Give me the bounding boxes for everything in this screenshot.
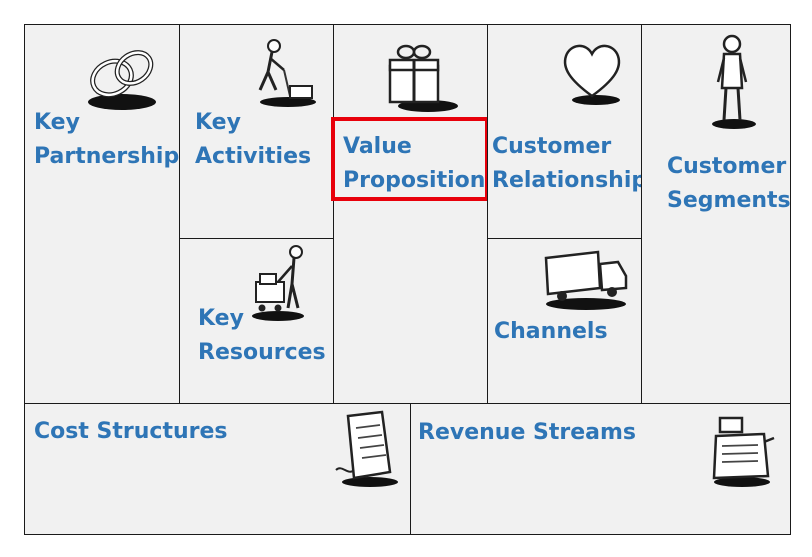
key-activities-label: Key Activities — [195, 106, 311, 174]
customer-relationships-line2: Relationships — [492, 168, 661, 193]
key-partnerships-line2: Partnerships — [34, 144, 193, 169]
cost-structures-label: Cost Structures — [34, 415, 228, 449]
channels-label: Channels — [494, 315, 608, 349]
person-pushing-cart-icon — [252, 245, 304, 321]
interlocked-rings-icon — [88, 50, 156, 110]
gift-box-icon — [388, 44, 458, 112]
key-partnerships-line1: Key — [34, 110, 80, 135]
value-propositions-line1: Value — [343, 134, 412, 159]
customer-segments-line1: Customer — [667, 154, 787, 179]
key-resources-line2: Resources — [198, 340, 326, 365]
cost-structures-block — [24, 403, 411, 535]
channels-line1: Channels — [494, 319, 608, 344]
person-working-icon — [258, 39, 316, 107]
cost-structures-line1: Cost Structures — [34, 419, 228, 444]
key-activities-line2: Activities — [195, 144, 312, 169]
key-resources-block — [179, 238, 334, 404]
revenue-streams-label: Revenue Streams — [418, 416, 636, 450]
key-partnerships-label: Key Partnerships — [34, 106, 192, 174]
customer-relationships-line1: Customer — [492, 134, 612, 159]
customer-relationships-label: Customer Relationships — [492, 130, 660, 198]
heart-icon — [563, 44, 621, 105]
value-propositions-line2: Propositions — [343, 168, 499, 193]
key-activities-line1: Key — [195, 110, 241, 135]
cash-register-icon — [712, 416, 775, 487]
receipt-icon — [335, 410, 398, 487]
value-propositions-highlight — [331, 117, 489, 201]
key-partnerships-block — [24, 24, 180, 404]
key-resources-label: Key Resources — [198, 302, 326, 370]
standing-person-icon — [712, 34, 756, 129]
key-resources-line1: Key — [198, 306, 244, 331]
customer-segments-line2: Segments — [667, 188, 791, 213]
customer-segments-block — [641, 24, 791, 404]
customer-segments-label: Customer Segments — [667, 150, 791, 218]
revenue-streams-line1: Revenue Streams — [418, 420, 637, 445]
delivery-truck-icon — [544, 250, 628, 310]
value-propositions-label: Value Propositions — [343, 130, 499, 198]
